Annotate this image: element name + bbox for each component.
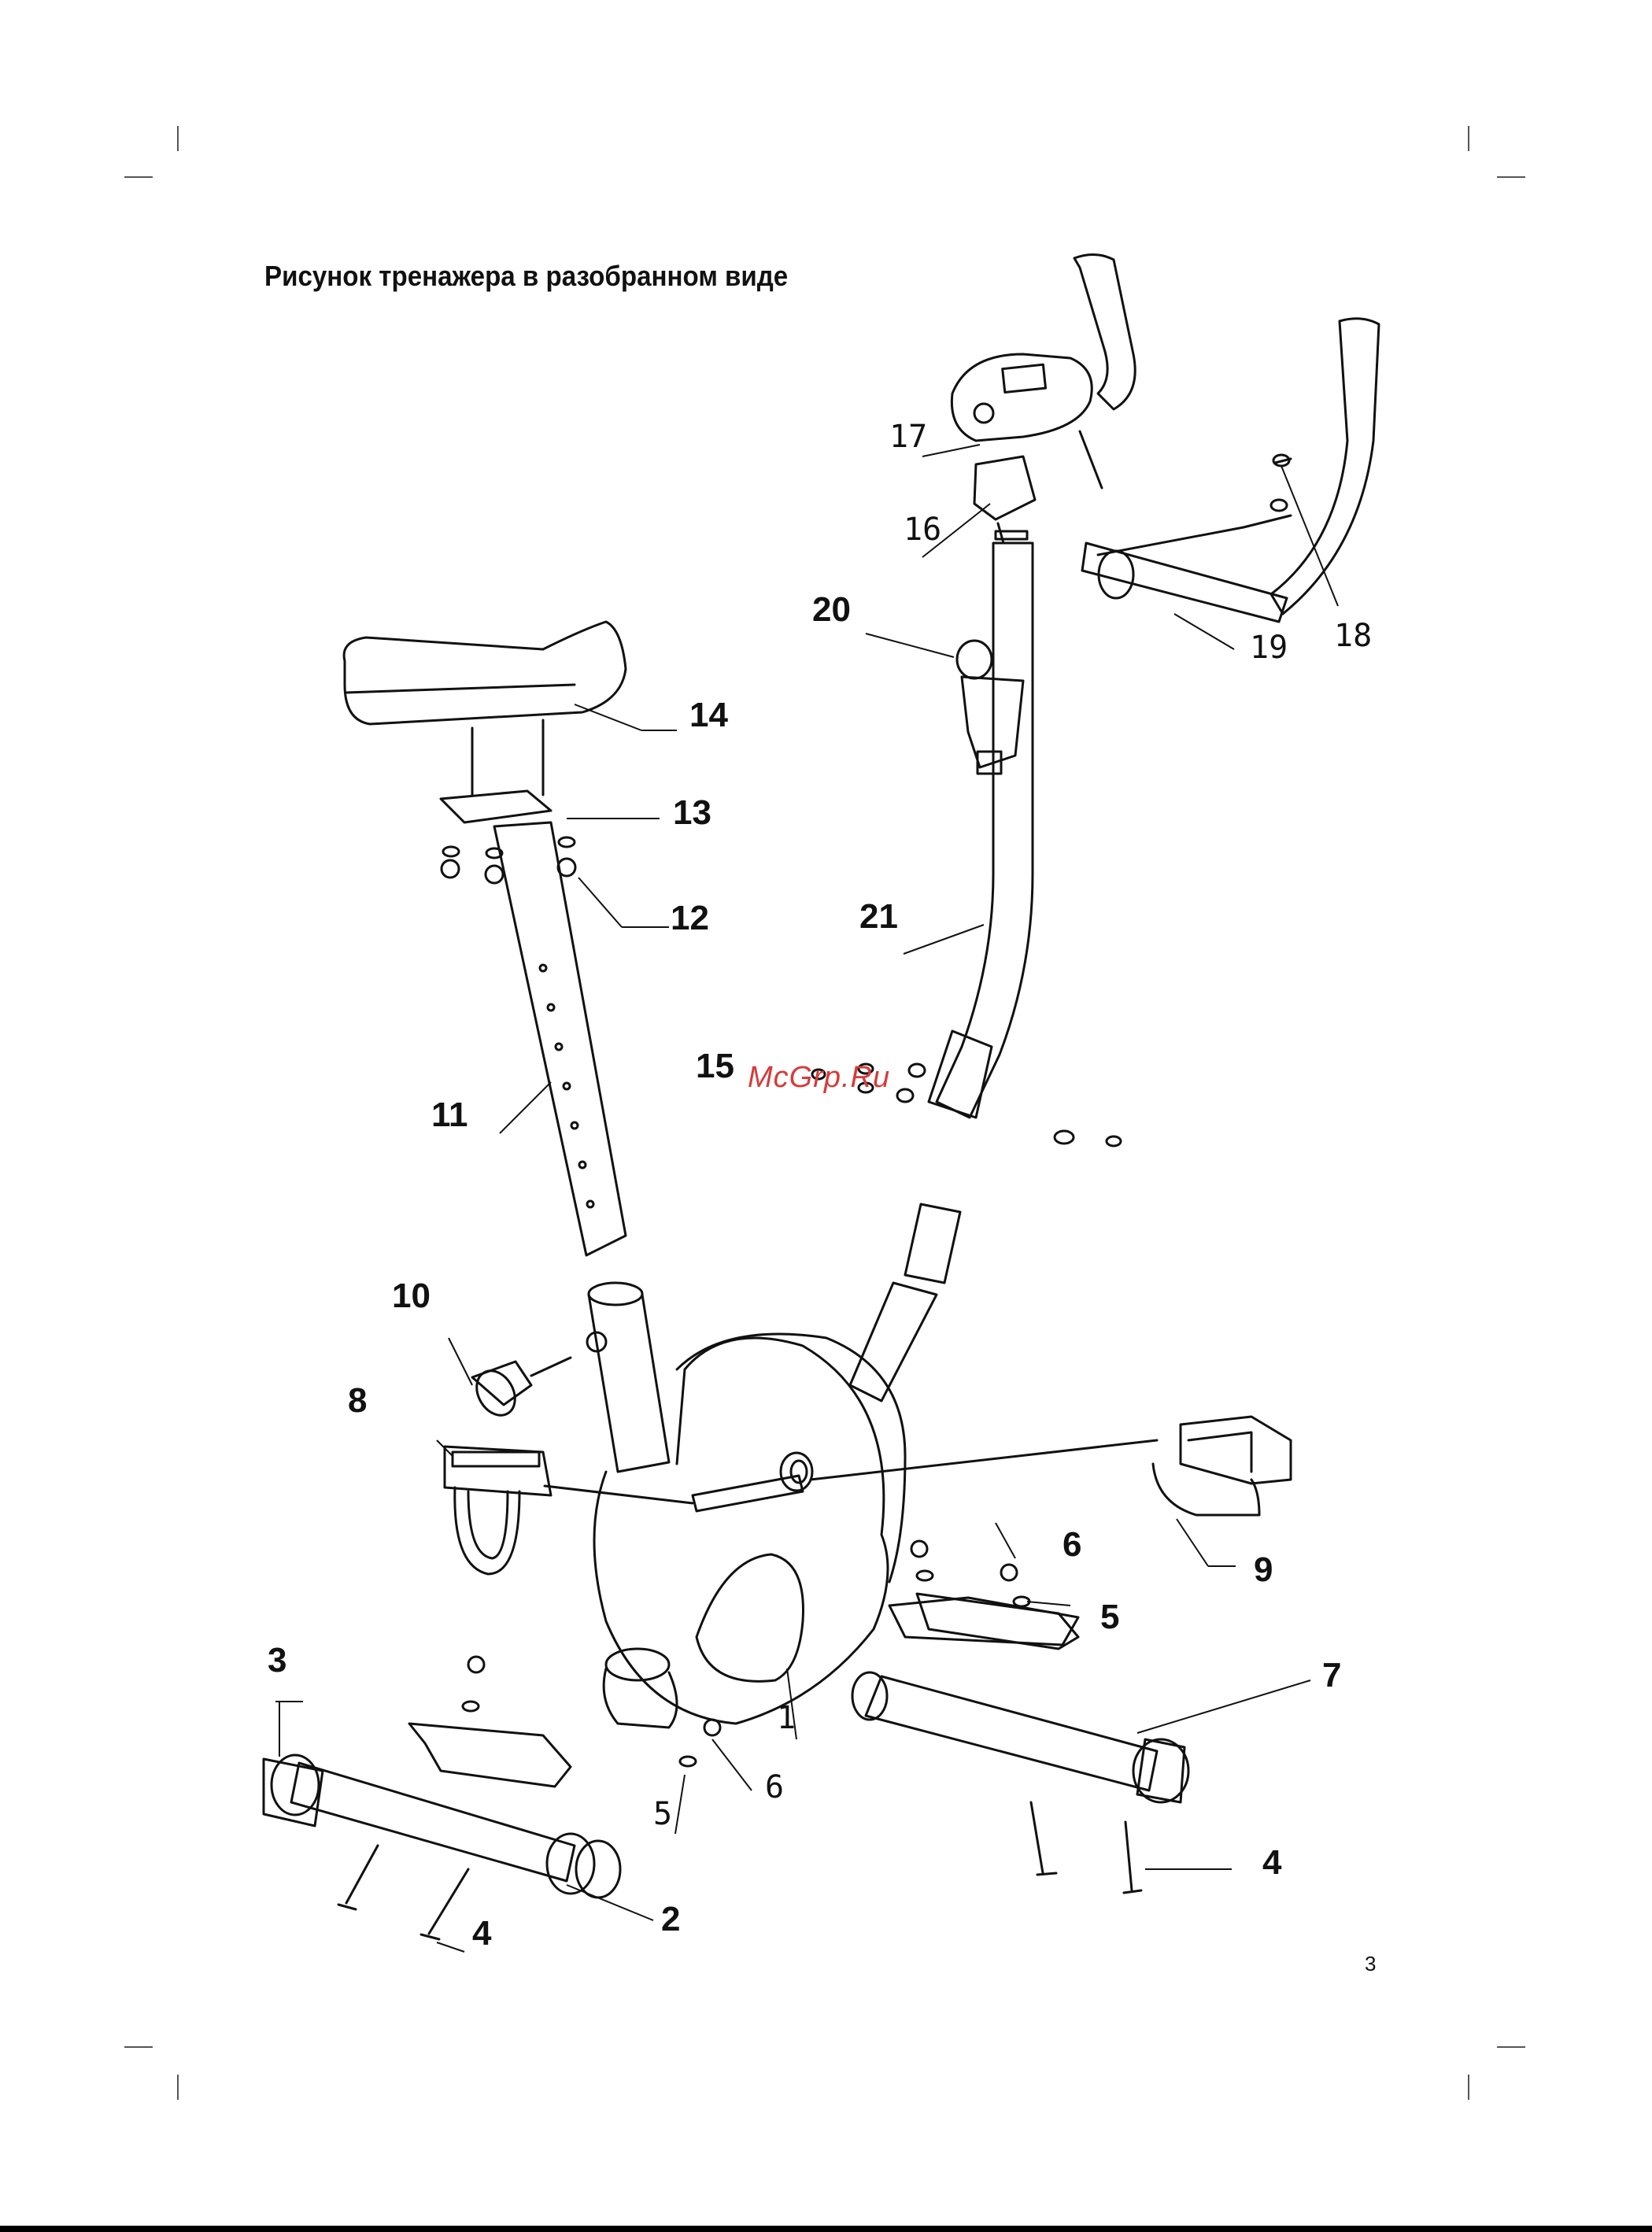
tension-knob [957, 641, 1023, 774]
part-label-6-front: 6 [765, 1769, 784, 1805]
part-label-1: 1 [777, 1700, 796, 1736]
part-label-11: 11 [431, 1096, 468, 1135]
frame [589, 1283, 1078, 1728]
part-label-20: 20 [812, 590, 851, 630]
part-label-5-front: 5 [653, 1796, 672, 1832]
rear-stabilizer [852, 1672, 1188, 1802]
part-label-3: 3 [268, 1641, 286, 1680]
part-label-13: 13 [673, 793, 711, 833]
part-label-2: 2 [661, 1900, 680, 1939]
front-stabilizer [264, 1755, 620, 1898]
part-label-10: 10 [392, 1277, 431, 1316]
part-label-4-rear: 4 [1262, 1843, 1281, 1883]
part-label-5-rear: 5 [1100, 1598, 1119, 1637]
part-label-7: 7 [1322, 1656, 1341, 1695]
part-label-21: 21 [859, 897, 898, 937]
part-label-16: 16 [904, 512, 941, 548]
crank-axle [693, 1476, 803, 1511]
part-label-14: 14 [689, 696, 728, 735]
seat-post [494, 822, 626, 1255]
front-upright [850, 531, 1033, 1401]
part-label-19: 19 [1250, 630, 1288, 666]
part-label-4-front: 4 [472, 1914, 491, 1953]
part-label-17: 17 [889, 419, 927, 455]
part-label-9: 9 [1254, 1550, 1273, 1590]
bottom-edge-bar [0, 2226, 1652, 2232]
console-bracket [974, 456, 1035, 519]
part-label-6-rear: 6 [1063, 1525, 1081, 1565]
small-hardware [463, 1541, 1029, 1766]
right-pedal [1153, 1417, 1291, 1515]
watermark-text: McGrp.Ru [748, 1061, 890, 1095]
part-label-12: 12 [671, 899, 709, 938]
part-label-15: 15 [696, 1047, 734, 1086]
bolts [338, 1802, 1141, 1939]
saddle [344, 622, 626, 822]
part-label-18: 18 [1334, 618, 1372, 654]
part-label-8: 8 [348, 1381, 367, 1421]
left-pedal [445, 1447, 551, 1574]
seat-knob [469, 1332, 606, 1422]
handlebar [1074, 254, 1379, 622]
page-number: 3 [1365, 1952, 1376, 1976]
front-bracket [409, 1724, 571, 1787]
